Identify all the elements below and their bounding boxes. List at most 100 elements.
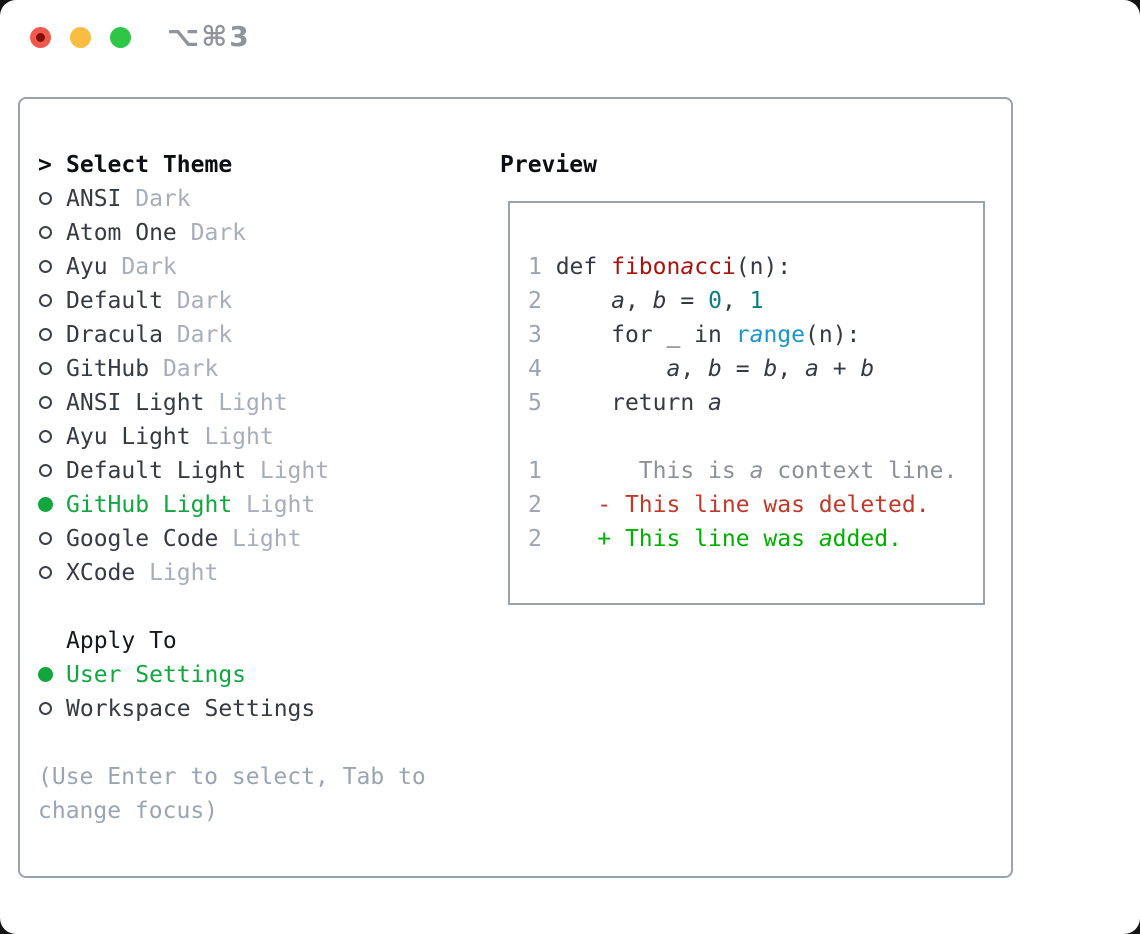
apply-to-title: Apply To — [66, 628, 177, 654]
radio-unselected-icon — [38, 216, 66, 250]
code-segment: dded. — [832, 526, 902, 552]
radio-unselected-icon — [38, 556, 66, 590]
theme-name: Default Light — [66, 458, 247, 484]
radio-selected-icon — [38, 488, 66, 522]
code-segment: a — [666, 356, 681, 382]
code-segment: b — [860, 356, 875, 382]
code-segment: b — [652, 288, 667, 314]
radio-unselected-icon — [38, 454, 66, 488]
theme-option-default-light[interactable]: Default Light Light — [38, 454, 426, 488]
line-number: 2 — [528, 288, 542, 314]
code-segment — [542, 288, 611, 314]
radio-unselected-icon — [38, 284, 66, 318]
radio-unselected-icon — [38, 386, 66, 420]
theme-option-ansi-light[interactable]: ANSI Light Light — [38, 386, 426, 420]
code-segment: fibon — [611, 254, 681, 280]
theme-name: Default — [66, 288, 163, 314]
theme-variant: Dark — [107, 254, 177, 280]
theme-name: Google Code — [66, 526, 219, 552]
code-segment: b — [763, 356, 778, 382]
radio-unselected-icon — [38, 522, 66, 556]
code-segment: - This line was deleted. — [541, 492, 930, 518]
code-segment: 0 — [708, 288, 722, 314]
theme-name: Atom One — [66, 220, 177, 246]
radio-unselected-icon — [38, 352, 66, 386]
theme-variant: Light — [190, 424, 274, 450]
radio-selected-icon — [38, 658, 66, 692]
theme-name: Ayu Light — [66, 424, 191, 450]
apply-option-label: Workspace Settings — [66, 696, 316, 722]
theme-option-google-code[interactable]: Google Code Light — [38, 522, 426, 556]
code-segment: , — [680, 356, 709, 382]
code-segment: context line. — [763, 458, 958, 484]
code-segment: def — [541, 254, 612, 280]
apply-option-workspace-settings[interactable]: Workspace Settings — [38, 692, 426, 726]
window-shortcut-label: ⌥⌘3 — [167, 20, 251, 53]
theme-option-ayu-light[interactable]: Ayu Light Light — [38, 420, 426, 454]
theme-variant: Light — [246, 458, 330, 484]
preview-code-line: 2 + This line was added. — [528, 522, 983, 556]
code-segment: nge — [763, 322, 805, 348]
theme-variant: Dark — [162, 322, 233, 348]
theme-option-xcode[interactable]: XCode Light — [38, 556, 426, 590]
theme-option-default[interactable]: Default Dark — [38, 284, 426, 318]
theme-name: GitHub — [66, 356, 150, 382]
preview-code-line: 2 - This line was deleted. — [528, 488, 983, 522]
preview-code-line: 3 for _ in range(n): — [528, 318, 983, 352]
theme-option-ansi[interactable]: ANSI Dark — [38, 182, 426, 216]
minimize-button[interactable] — [70, 27, 91, 48]
theme-option-dracula[interactable]: Dracula Dark — [38, 318, 426, 352]
code-segment: (n): — [805, 322, 861, 348]
spacer — [38, 726, 426, 760]
theme-option-atom-one[interactable]: Atom One Dark — [38, 216, 426, 250]
close-dot-icon — [36, 33, 45, 42]
theme-variant: Dark — [162, 288, 233, 314]
code-segment: + This line was — [541, 526, 819, 552]
radio-unselected-icon — [38, 318, 66, 352]
apply-option-user-settings[interactable]: User Settings — [38, 658, 426, 692]
code-segment: a — [749, 322, 764, 348]
apply-option-label: User Settings — [66, 662, 247, 688]
code-segment: 1 — [749, 288, 764, 314]
code-segment: , — [721, 288, 750, 314]
line-number: 1 — [528, 458, 542, 484]
code-segment: = — [666, 288, 709, 314]
line-number: 2 — [528, 492, 542, 518]
radio-unselected-icon — [38, 692, 66, 726]
preview-blank-line — [528, 420, 983, 454]
code-segment: a — [680, 254, 695, 280]
code-segment: for _ in — [541, 322, 736, 348]
code-segment: , — [624, 288, 653, 314]
code-segment: (n): — [735, 254, 792, 280]
code-segment: = — [721, 356, 764, 382]
code-segment: a — [818, 526, 833, 552]
theme-variant: Light — [232, 492, 316, 518]
line-number: 4 — [528, 356, 542, 382]
preview-code-line: 2 a, b = 0, 1 — [528, 284, 983, 318]
theme-variant: Dark — [176, 220, 247, 246]
line-number: 1 — [528, 254, 542, 280]
theme-variant: Light — [218, 526, 302, 552]
radio-unselected-icon — [38, 250, 66, 284]
code-segment: + — [818, 356, 861, 382]
code-segment: b — [708, 356, 722, 382]
zoom-button[interactable] — [110, 27, 131, 48]
theme-option-github[interactable]: GitHub Dark — [38, 352, 426, 386]
prompt-cursor-icon: > — [38, 152, 52, 178]
code-segment: return — [541, 390, 709, 416]
close-button[interactable] — [30, 27, 51, 48]
code-segment: , — [777, 356, 806, 382]
radio-unselected-icon — [38, 420, 66, 454]
theme-list-header: > Select Theme — [38, 148, 426, 182]
code-segment: r — [735, 322, 750, 348]
theme-list-title: Select Theme — [66, 152, 233, 178]
theme-option-ayu[interactable]: Ayu Dark — [38, 250, 426, 284]
theme-name: GitHub Light — [66, 492, 233, 518]
code-segment: This is — [541, 458, 750, 484]
radio-unselected-icon — [38, 182, 66, 216]
theme-option-github-light[interactable]: GitHub Light Light — [38, 488, 426, 522]
